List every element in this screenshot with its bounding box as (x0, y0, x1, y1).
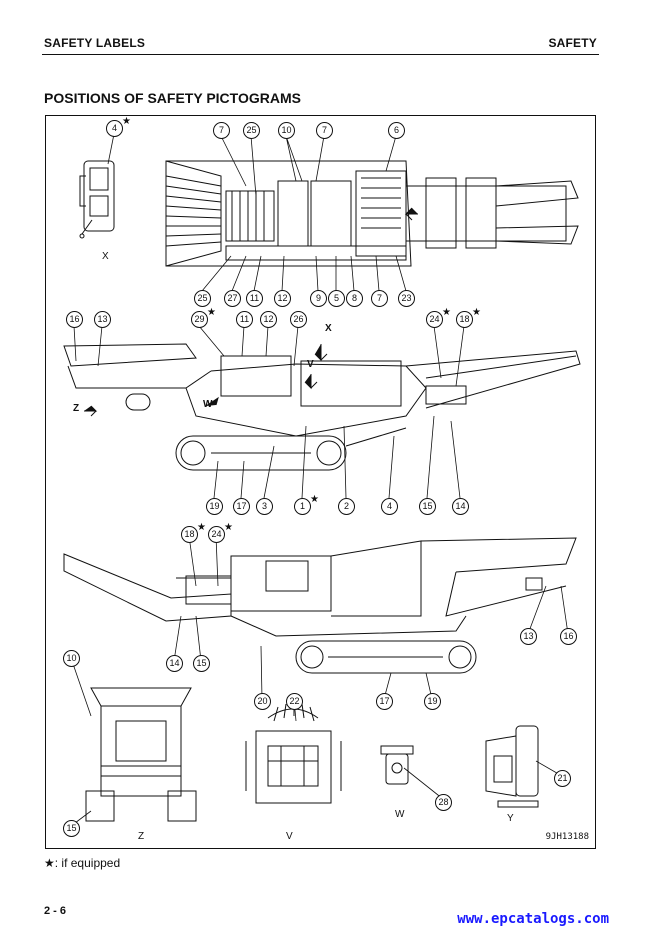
callout-24: 24 (426, 311, 443, 328)
arrow-label-w: W (203, 399, 213, 410)
callout-23: 23 (398, 290, 415, 307)
callout-18: 18 (181, 526, 198, 543)
header-rule (42, 54, 599, 55)
view-label-y: Y (507, 813, 514, 824)
view-w-drawing (380, 745, 414, 785)
figure-id: 9JH13188 (545, 832, 589, 842)
callout-leaders (70, 133, 569, 827)
callout-19: 19 (424, 693, 441, 710)
if-equipped-star: ★ (207, 307, 216, 318)
arrow-label-z: Z (73, 403, 80, 414)
callout-13: 13 (94, 311, 111, 328)
callout-15: 15 (419, 498, 436, 515)
callout-2: 2 (338, 498, 355, 515)
callout-10: 10 (278, 122, 295, 139)
callout-18: 18 (456, 311, 473, 328)
if-equipped-star: ★ (310, 494, 319, 505)
view-label-w: W (395, 809, 405, 820)
callout-13: 13 (520, 628, 537, 645)
plan-view-drawing (165, 160, 579, 267)
callout-1: 1 (294, 498, 311, 515)
machine-diagram (63, 133, 581, 827)
callout-4: 4 (381, 498, 398, 515)
callout-4: 4 (106, 120, 123, 137)
callout-16: 16 (560, 628, 577, 645)
side-view-drawing (63, 343, 581, 471)
callout-9: 9 (310, 290, 327, 307)
callout-15: 15 (193, 655, 210, 672)
callout-7: 7 (213, 122, 230, 139)
callout-28: 28 (435, 794, 452, 811)
if-equipped-star: ★ (442, 307, 451, 318)
callout-10: 10 (63, 650, 80, 667)
callout-3: 3 (256, 498, 273, 515)
view-y-drawing (485, 725, 539, 808)
callout-29: 29 (191, 311, 208, 328)
callout-8: 8 (346, 290, 363, 307)
watermark-url: www.epcatalogs.com (457, 911, 609, 927)
opposite-side-view-drawing (63, 537, 577, 674)
callout-21: 21 (554, 770, 571, 787)
callout-7: 7 (371, 290, 388, 307)
view-label-z: Z (138, 831, 145, 842)
callout-11: 11 (236, 311, 253, 328)
callout-24: 24 (208, 526, 225, 543)
callout-12: 12 (260, 311, 277, 328)
callout-12: 12 (274, 290, 291, 307)
callout-17: 17 (233, 498, 250, 515)
callout-5: 5 (328, 290, 345, 307)
if-equipped-star: ★ (197, 522, 206, 533)
callout-15: 15 (63, 820, 80, 837)
page-title: POSITIONS OF SAFETY PICTOGRAMS (44, 90, 301, 106)
callout-26: 26 (290, 311, 307, 328)
page-number: 2 - 6 (44, 905, 67, 917)
callout-16: 16 (66, 311, 83, 328)
view-x-drawing (79, 160, 115, 239)
view-v-drawing (245, 702, 342, 804)
callout-17: 17 (376, 693, 393, 710)
view-z-drawing (85, 687, 197, 822)
callout-19: 19 (206, 498, 223, 515)
callout-25: 25 (243, 122, 260, 139)
callout-7: 7 (316, 122, 333, 139)
callout-14: 14 (452, 498, 469, 515)
callout-22: 22 (286, 693, 303, 710)
if-equipped-star: ★ (472, 307, 481, 318)
chapter-title: SAFETY (548, 36, 597, 50)
view-label-x: X (102, 251, 109, 262)
callout-20: 20 (254, 693, 271, 710)
arrow-label-x: X (325, 323, 332, 334)
callout-6: 6 (388, 122, 405, 139)
callout-27: 27 (224, 290, 241, 307)
arrow-label-v: V (307, 359, 314, 370)
callout-14: 14 (166, 655, 183, 672)
if-equipped-star: ★ (122, 116, 131, 127)
section-title: SAFETY LABELS (44, 36, 146, 50)
if-equipped-star: ★ (224, 522, 233, 533)
footnote: ★: if equipped (44, 856, 121, 870)
callout-25: 25 (194, 290, 211, 307)
view-label-v: V (286, 831, 293, 842)
callout-11: 11 (246, 290, 263, 307)
